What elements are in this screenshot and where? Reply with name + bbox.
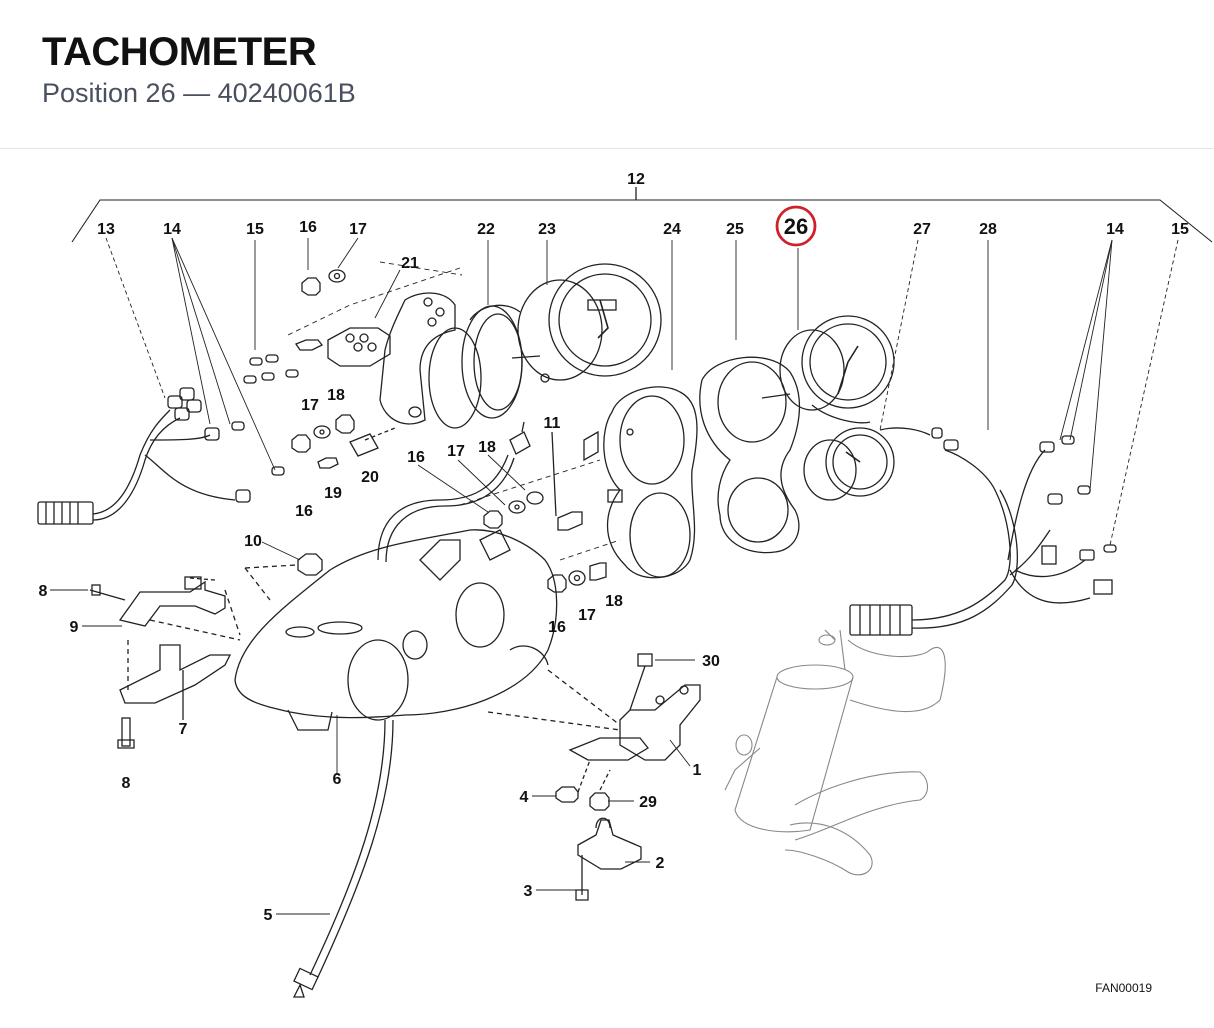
gauge-27 [803, 427, 931, 501]
callout-19: 19 [324, 485, 342, 502]
callout-12: 12 [627, 171, 645, 188]
callout-17: 17 [349, 221, 367, 238]
wiring-harness-right [849, 427, 1117, 636]
callout-24: 24 [663, 221, 681, 238]
callout-5: 5 [264, 907, 273, 924]
callout-6: 6 [333, 771, 342, 788]
instrument-housing-21 [379, 292, 482, 429]
callout-18: 18 [327, 387, 345, 404]
callout-27: 27 [913, 221, 931, 238]
callout-21: 21 [401, 255, 419, 272]
callout-4: 4 [520, 789, 529, 806]
callout-10: 10 [244, 533, 262, 550]
clamp-2 [577, 817, 642, 870]
mounting-block-21 [295, 327, 391, 367]
callout-1: 1 [693, 762, 702, 779]
speedo-sensor-cable [377, 421, 601, 563]
callout-7: 7 [179, 721, 188, 738]
callout-28: 28 [979, 221, 997, 238]
callout-17b: 17 [301, 397, 319, 414]
callout-16c: 16 [407, 449, 425, 466]
callout-23: 23 [538, 221, 556, 238]
speedometer-cable-5 [292, 719, 394, 998]
callout-16b: 16 [295, 503, 313, 520]
bracket-9 [89, 576, 226, 627]
callout-22: 22 [477, 221, 495, 238]
figure-code: FAN00019 [1095, 981, 1152, 995]
instrument-panel-24 [583, 386, 698, 579]
callout-11: 11 [544, 415, 561, 432]
callout-2: 2 [656, 855, 665, 872]
callout-17c: 17 [447, 443, 465, 460]
page-subtitle: Position 26 — 40240061B [42, 78, 356, 108]
page-header: TACHOMETER Position 26 — 40240061B [0, 0, 1214, 149]
callout-8: 8 [39, 583, 48, 600]
callout-16d: 16 [548, 619, 566, 636]
wiring-harness-left [37, 387, 285, 525]
bushings-15 [243, 354, 299, 384]
headlight-bracket-6 [234, 529, 558, 731]
callout-8b: 8 [122, 775, 131, 792]
highlight-marker-26[interactable]: 26 [775, 205, 817, 247]
group-bracket-12 [71, 199, 1213, 243]
callout-15: 15 [246, 221, 264, 238]
callout-29: 29 [639, 794, 657, 811]
callout-13: 13 [97, 221, 115, 238]
callout-18c: 18 [605, 593, 623, 610]
bezel-ring-22 [461, 304, 523, 419]
gauge-23 [511, 263, 662, 383]
exploded-parts-diagram: 12 13 14 15 16 17 21 22 23 24 25 27 28 1… [0, 150, 1214, 1023]
callout-18b: 18 [478, 439, 496, 456]
callout-20: 20 [361, 469, 379, 486]
tachometer-26 [761, 315, 895, 424]
frame-tubes [724, 629, 946, 876]
callout-9: 9 [70, 619, 79, 636]
callout-3: 3 [524, 883, 533, 900]
gasket-25 [699, 356, 801, 554]
callout-25: 25 [726, 221, 744, 238]
callout-16: 16 [299, 219, 317, 236]
callout-14b: 14 [1106, 221, 1124, 238]
callout-30: 30 [702, 653, 720, 670]
page-title: TACHOMETER [42, 30, 317, 74]
callout-26: 26 [784, 214, 808, 239]
bracket-7 [119, 644, 232, 720]
fasteners-mid-left [291, 414, 396, 469]
callout-14: 14 [163, 221, 181, 238]
fasteners-lower [547, 539, 621, 593]
callout-15b: 15 [1171, 221, 1189, 238]
mounting-assembly-1 [487, 653, 701, 761]
callout-17d: 17 [578, 607, 596, 624]
